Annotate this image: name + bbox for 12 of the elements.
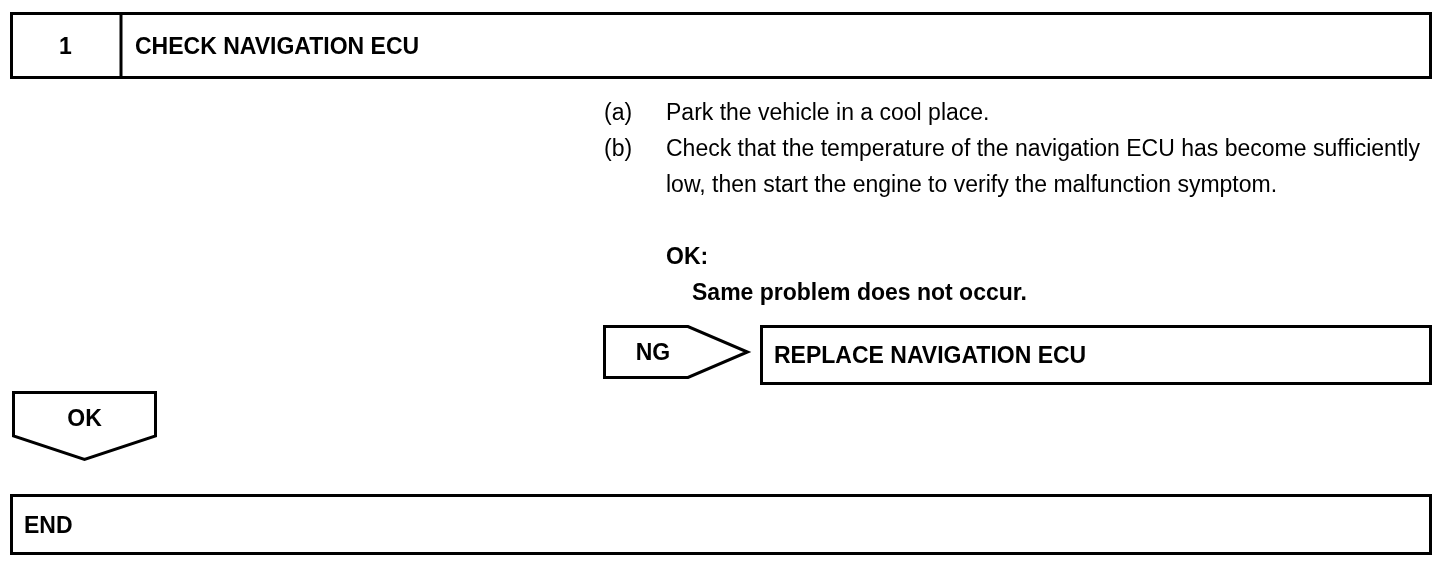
list-marker: (b) — [604, 134, 633, 163]
instruction-text: Park the vehicle in a cool place. — [666, 98, 990, 127]
criteria-heading: OK: — [666, 242, 709, 271]
step-number: 1 — [58, 32, 73, 59]
end-text: END — [24, 511, 73, 538]
action-text: REPLACE NAVIGATION ECU — [774, 342, 1087, 368]
instruction-text: Check that the temperature of the navigation ECU has become sufficiently low, then start the engine to verify the malfunction symptom. — [666, 134, 1421, 199]
list-marker: (a) — [604, 98, 633, 127]
criteria-text: Same problem does not occur. — [692, 278, 1027, 307]
result-label: NG — [634, 339, 672, 365]
result-label: OK — [66, 405, 103, 431]
step-title: CHECK NAVIGATION ECU — [135, 32, 420, 59]
